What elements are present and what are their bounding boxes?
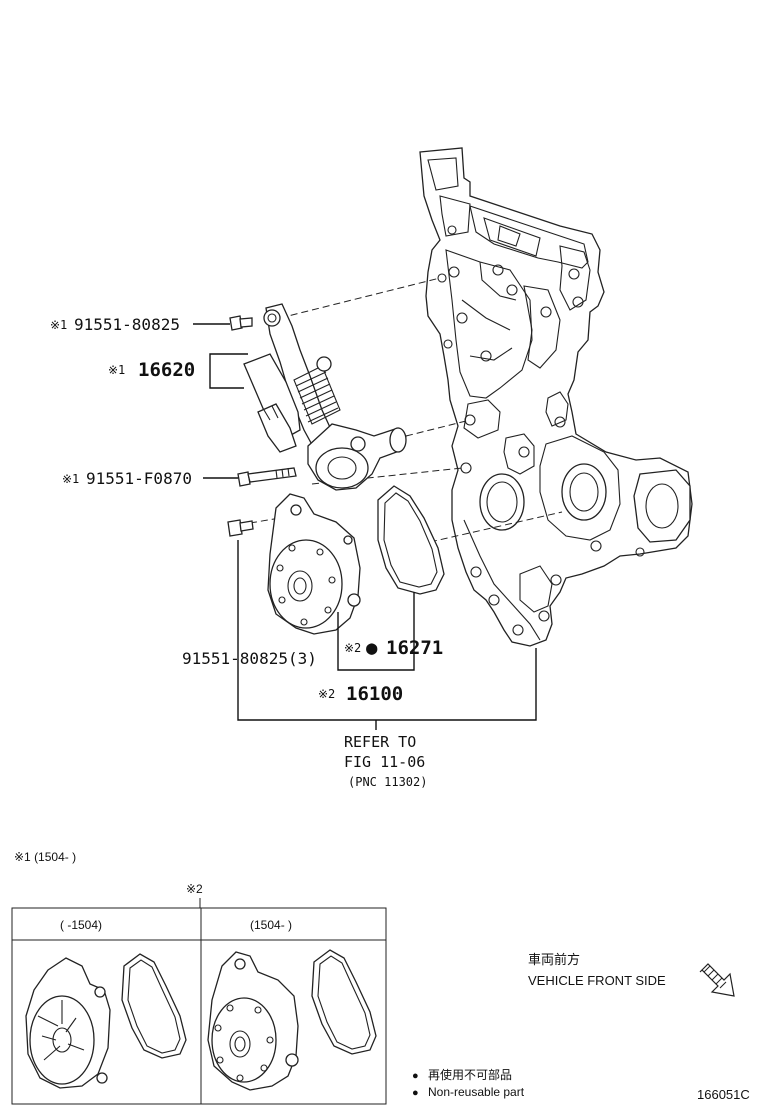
bolt-pump-graphic xyxy=(227,519,254,537)
refer-line-1: REFER TO xyxy=(344,733,416,751)
callout-bolt-pump: 91551-80825(3) xyxy=(182,649,317,668)
callout-mark: ※2 xyxy=(344,641,361,655)
tensioner-assembly xyxy=(243,303,407,491)
legend: ● 再使用不可部品 ● Non-reusable part xyxy=(412,1067,525,1099)
variant-table: ( -1504) (1504- ) xyxy=(11,907,387,1105)
legend-en: Non-reusable part xyxy=(428,1085,525,1099)
gasket-graphic xyxy=(377,485,445,595)
refer-to-note: REFER TO FIG 11-06 (PNC 11302) xyxy=(344,733,427,789)
legend-jp: 再使用不可部品 xyxy=(428,1067,512,1082)
part-number: 91551-80825 xyxy=(74,315,180,334)
variant-1-gasket xyxy=(121,953,187,1059)
leader-lines xyxy=(193,323,537,730)
arrow-down-right-icon xyxy=(699,963,735,997)
figure-code: 166051C xyxy=(697,1087,750,1102)
part-number: 91551-F0870 xyxy=(86,469,192,488)
part-number: 16620 xyxy=(138,359,195,381)
callout-mark: ※1 xyxy=(50,318,67,332)
refer-line-2: FIG 11-06 xyxy=(344,753,425,771)
note-1: ※1 (1504- ) xyxy=(14,850,76,864)
callout-bolt-top: ※1 91551-80825 xyxy=(50,315,180,334)
non-reusable-bullet: ● xyxy=(366,637,378,659)
callout-tensioner: ※1 16620 xyxy=(108,359,195,381)
callout-mark: ※1 xyxy=(108,363,125,377)
legend-bullet-2: ● xyxy=(412,1087,419,1099)
water-pump-graphic xyxy=(267,493,361,635)
col1-header: ( -1504) xyxy=(60,918,102,932)
bolt-top-graphic xyxy=(229,315,253,331)
part-number: 91551-80825(3) xyxy=(182,649,317,668)
legend-bullet-1: ● xyxy=(412,1070,419,1082)
refer-line-3: (PNC 11302) xyxy=(348,775,427,789)
bolt-long-graphic xyxy=(237,467,297,487)
variant-2-pump xyxy=(207,951,299,1091)
variant-1-pump xyxy=(25,957,111,1089)
vehicle-front-indicator: 車両前方 VEHICLE FRONT SIDE xyxy=(528,952,735,997)
note-2-mark: ※2 xyxy=(186,882,203,896)
col2-header: (1504- ) xyxy=(250,918,292,932)
callout-mark: ※2 xyxy=(318,687,335,701)
timing-chain-cover xyxy=(419,147,693,647)
part-number: 16100 xyxy=(346,683,403,705)
variant-2-gasket xyxy=(311,949,377,1055)
orientation-jp: 車両前方 xyxy=(528,952,580,967)
callout-gasket: ※2 ● 16271 xyxy=(344,637,443,659)
part-number: 16271 xyxy=(386,637,443,659)
callout-pump: ※2 16100 xyxy=(318,683,403,705)
callout-bolt-mid: ※1 91551-F0870 xyxy=(62,469,192,488)
callout-mark: ※1 xyxy=(62,472,79,486)
orientation-en: VEHICLE FRONT SIDE xyxy=(528,973,666,988)
